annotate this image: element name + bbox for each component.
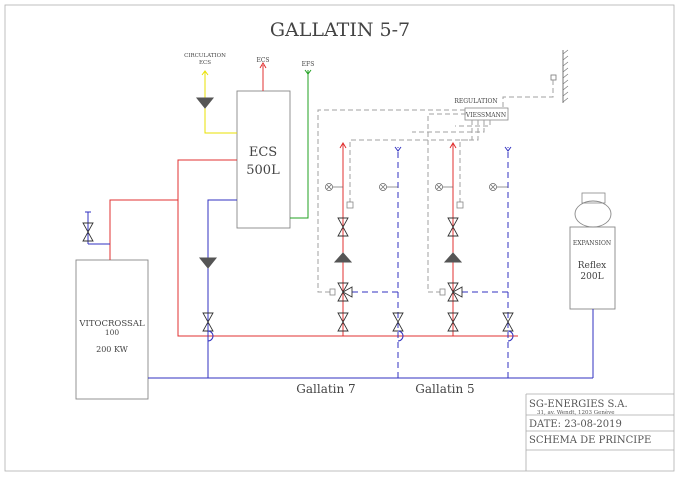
expansion-vessel: EXPANSION Reflex 200L (569, 192, 616, 310)
outdoor-sensor (550, 49, 569, 103)
gallatin7-mixing-valve (337, 282, 353, 302)
svg-text:EXPANSION: EXPANSION (573, 240, 611, 247)
circuit-label-gallatin7: Gallatin 7 (296, 382, 355, 396)
ecs-tank-label: ECS (249, 145, 277, 160)
boiler-vitocrossal (75, 259, 149, 400)
page-frame (4, 4, 675, 472)
gauges (325, 183, 508, 191)
circulation-label: CIRCULATION (184, 53, 226, 59)
regulation-controller: REGULATION VIESSMANN (454, 98, 509, 121)
ecs-charge-pump (199, 257, 217, 269)
efs-label: EFS (302, 61, 315, 68)
boiler-label: VITOCROSSAL (78, 319, 145, 329)
gallatin5-mixing-valve (447, 282, 463, 302)
return-risers (352, 147, 509, 378)
control-lines (317, 80, 554, 293)
drawing-type: SCHEMA DE PRINCIPE (529, 435, 651, 446)
svg-text:VIESSMANN: VIESSMANN (465, 112, 506, 119)
circulation-label-ecs: ECS (199, 60, 211, 66)
svg-text:REGULATION: REGULATION (454, 98, 497, 105)
boiler-power: 200 KW (96, 345, 129, 354)
title-block: SG-ENERGIES S.A. 31, av. Wendt, 1203 Gen… (525, 393, 674, 471)
ecs-tank-volume: 500L (246, 163, 280, 178)
gallatin7-pump (334, 252, 352, 263)
gallatin5-pump (444, 252, 462, 263)
boiler-model: 100 (105, 328, 120, 337)
gallatin7-temp-sensor (346, 201, 354, 209)
ecs-circulation-pipe (204, 72, 237, 134)
svg-text:Reflex: Reflex (578, 261, 607, 271)
company-name: SG-ENERGIES S.A. (529, 399, 628, 410)
ecs-out-label: ECS (256, 57, 269, 64)
company-address: 31, av. Wendt, 1203 Genève (537, 409, 615, 416)
drawing-date: DATE: 23-08-2019 (529, 419, 622, 430)
gallatin5-actuator (439, 288, 446, 296)
gallatin5-temp-sensor (456, 201, 464, 209)
circulation-pump (196, 97, 214, 109)
circuit-label-gallatin5: Gallatin 5 (415, 382, 474, 396)
pipe-crossovers (207, 330, 514, 342)
gallatin7-actuator (329, 288, 336, 296)
svg-text:ECS: ECS (256, 57, 269, 64)
page-title: GALLATIN 5-7 (270, 19, 410, 41)
supply-piping (109, 65, 518, 337)
svg-text:200L: 200L (580, 272, 603, 282)
return-piping (87, 199, 594, 379)
cold-water-pipe (290, 69, 312, 219)
